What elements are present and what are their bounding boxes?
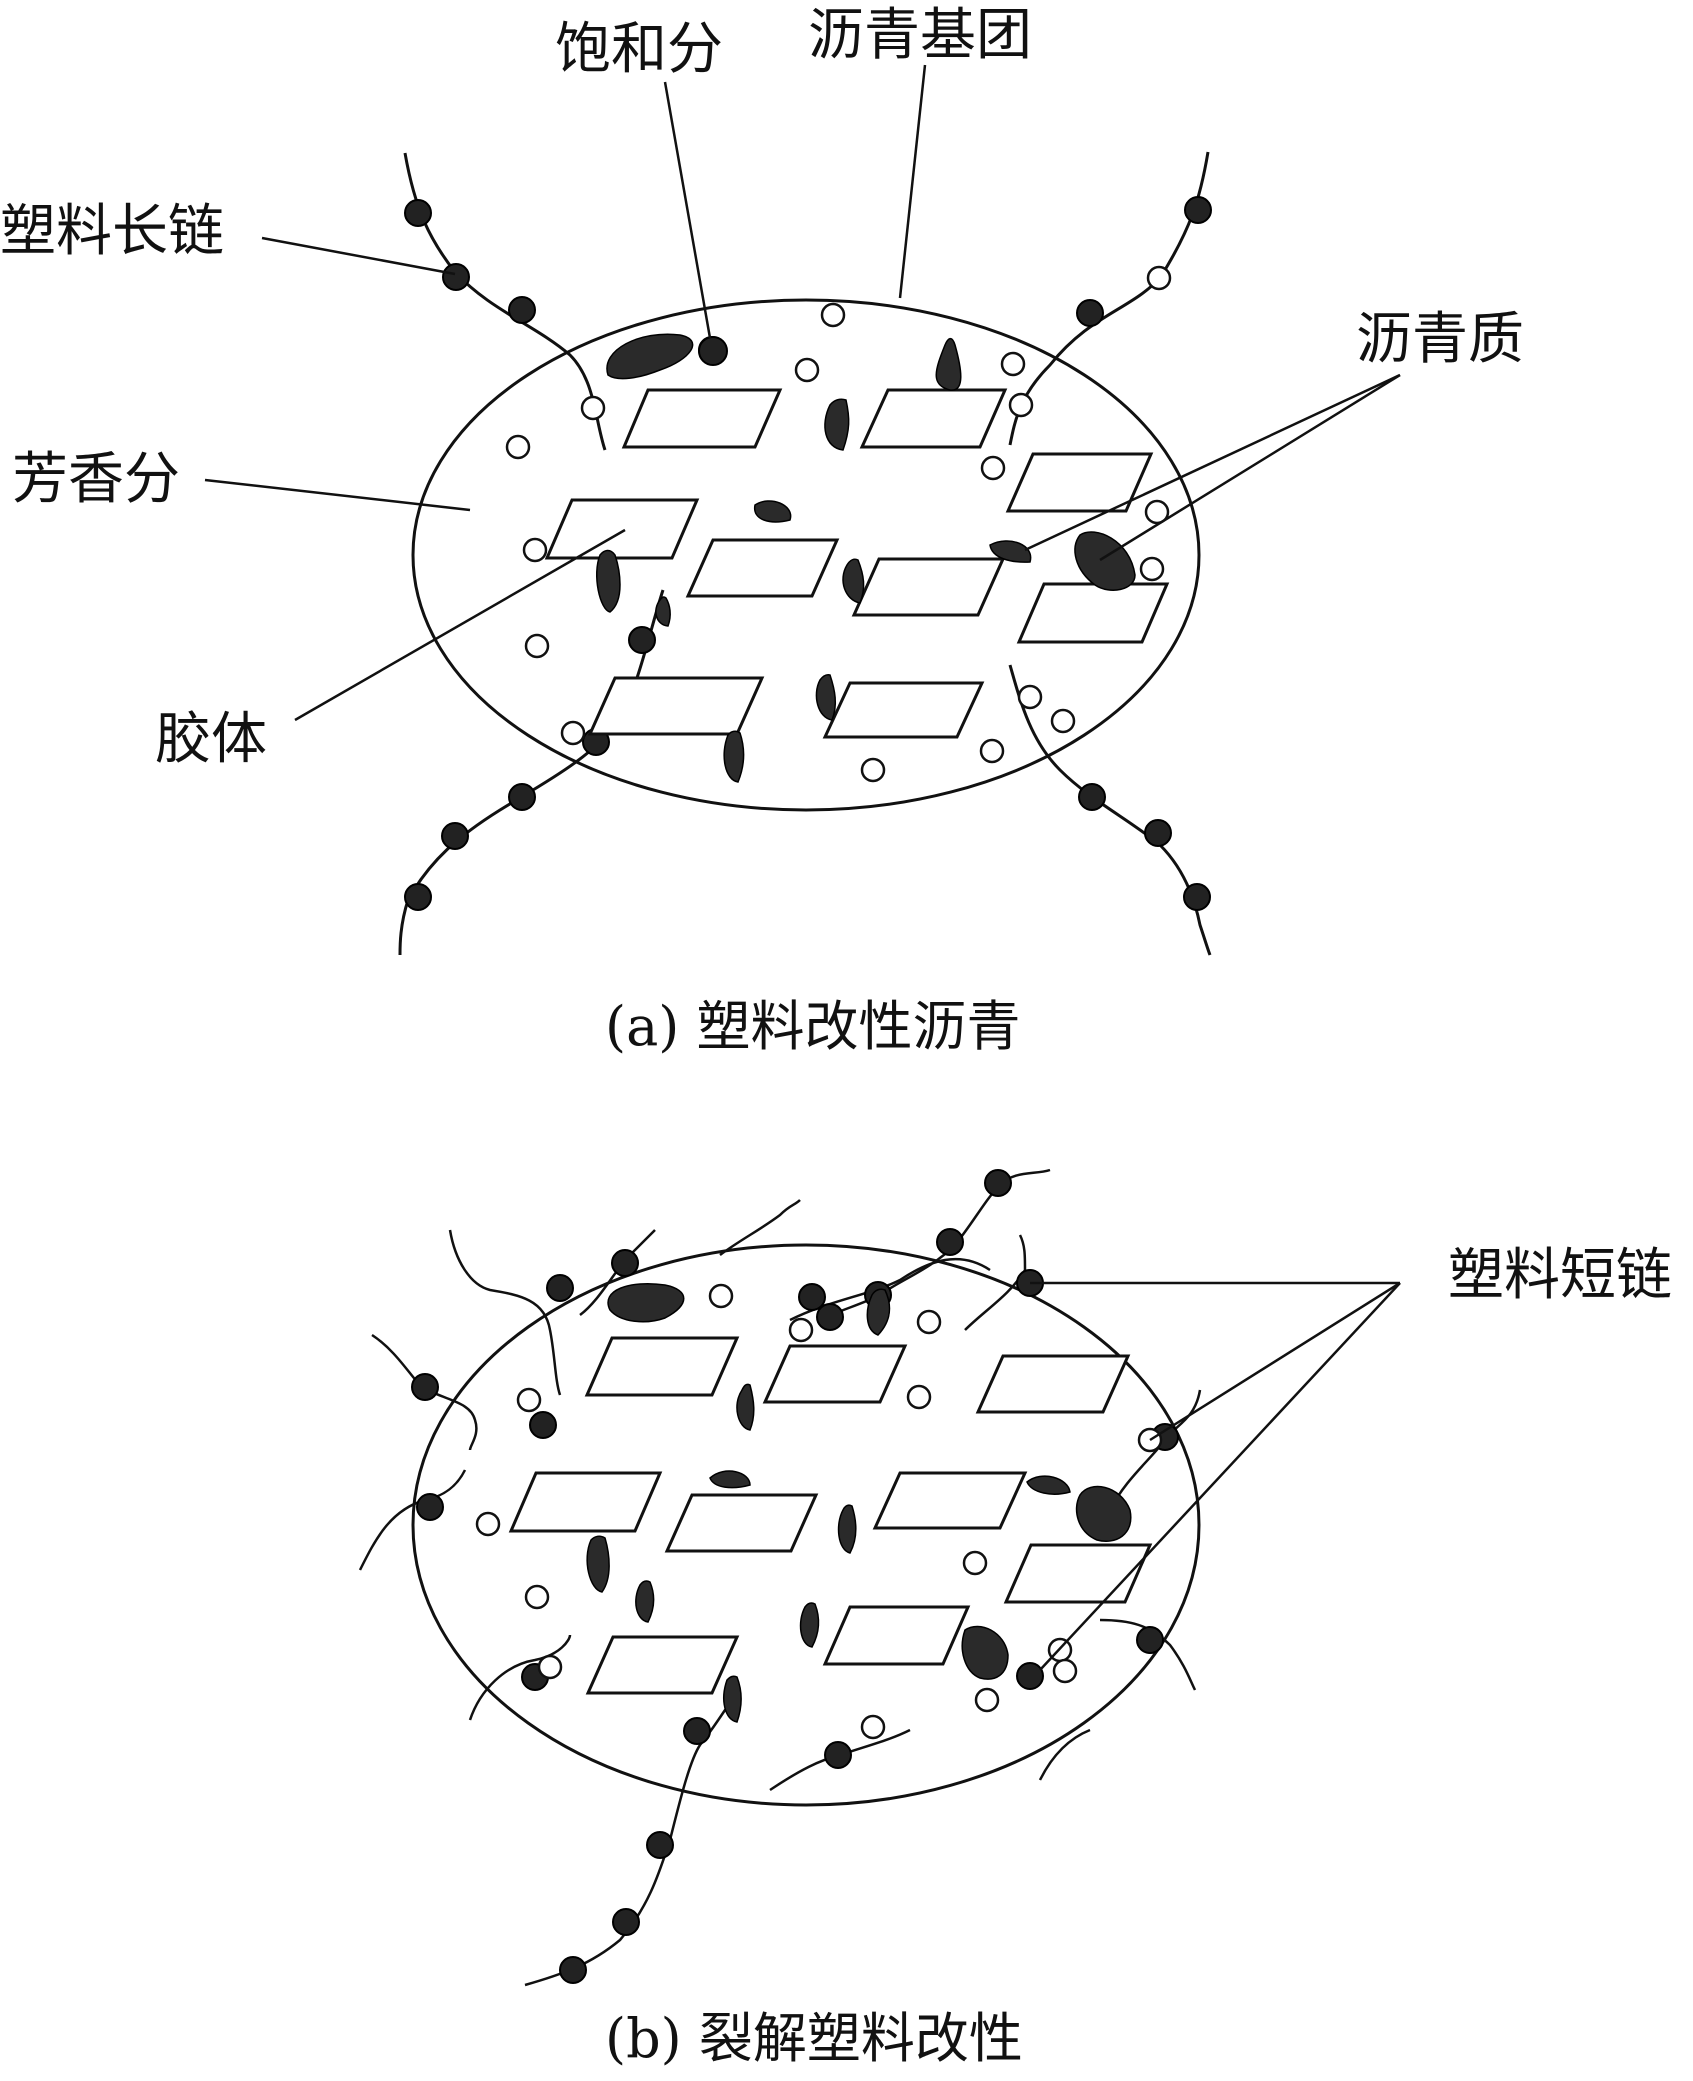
plastic-long-chain — [403, 152, 607, 451]
chain-beads-b — [411, 1169, 1179, 1984]
plastic-short-chain — [719, 1199, 801, 1257]
label-plastic-short-chain: 塑料短链 — [1448, 1243, 1672, 1308]
plastic-short-chain — [371, 1333, 478, 1451]
open-circles — [505, 265, 1172, 783]
plastic-long-chain — [1008, 151, 1210, 446]
plastic-short-chain — [468, 1634, 572, 1721]
plastic-short-chain — [448, 1229, 562, 1396]
label-colloid: 胶体 — [155, 707, 267, 772]
leader-line-asphaltenes-2 — [1099, 373, 1401, 562]
chain-beads — [404, 196, 1212, 911]
colloid-boxes-b — [508, 1336, 1153, 1695]
leader-line-asphaltenes-1 — [1024, 373, 1401, 552]
dark-blobs — [596, 333, 1136, 783]
leader-line-short-chain-3 — [1039, 1282, 1401, 1671]
panel-a-diagram — [204, 64, 1401, 956]
label-asphalt-group: 沥青基团 — [808, 3, 1032, 68]
label-asphaltenes: 沥青质 — [1356, 307, 1524, 372]
caption-panel-b: (b) 裂解塑料改性 — [605, 2007, 1023, 2070]
dark-blobs-b — [586, 1283, 1132, 1723]
plastic-short-chain — [1099, 1618, 1197, 1691]
open-circles-b — [475, 1283, 1163, 1740]
leader-line-saturates — [663, 81, 712, 339]
label-aromatics: 芳香分 — [12, 447, 180, 512]
plastic-short-chain — [1038, 1728, 1091, 1781]
leader-line-colloid — [294, 528, 626, 722]
asphalt-group-ellipse-b — [411, 1243, 1201, 1807]
leader-line-asphalt-group — [898, 64, 927, 299]
leader-line-short-chain-2 — [1149, 1281, 1401, 1442]
panel-b-diagram — [358, 1168, 1401, 1987]
plastic-short-chain — [964, 1234, 1027, 1331]
caption-panel-a: (a) 塑料改性沥青 — [605, 995, 1021, 1058]
leader-line-plastic-long-chain — [261, 236, 456, 276]
plastic-long-chain — [1008, 664, 1212, 956]
label-plastic-long-chain: 塑料长链 — [0, 199, 224, 264]
label-saturates: 饱和分 — [555, 17, 723, 82]
asphalt-group-ellipse — [411, 298, 1201, 812]
leader-line-aromatics — [204, 478, 471, 512]
